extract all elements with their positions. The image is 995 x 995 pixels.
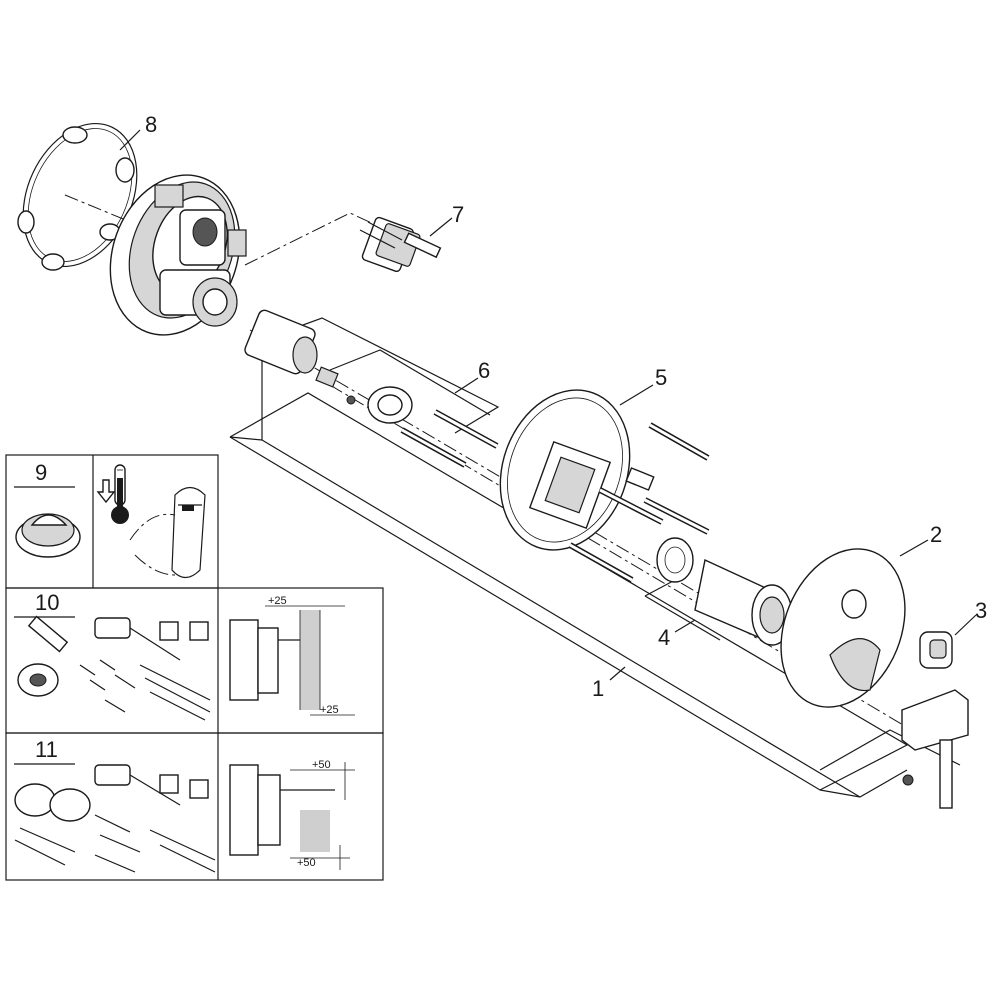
callout-labels: 8 7 6 5 2 3 4 1 bbox=[119, 112, 987, 701]
callout-5: 5 bbox=[655, 365, 667, 390]
callout-10: 10 bbox=[35, 590, 59, 615]
callout-11: 11 bbox=[35, 737, 58, 762]
panel-9-temperature bbox=[96, 464, 206, 579]
lever-handle bbox=[901, 689, 969, 809]
extension-drawing-50: +50 +50 bbox=[229, 759, 355, 870]
diverter-cartridge bbox=[244, 309, 356, 405]
extension-drawing-25: +25 +25 bbox=[229, 595, 355, 716]
thermometer-icon bbox=[111, 464, 129, 524]
panel-11: 11 +50 +50 bbox=[14, 737, 355, 873]
temperature-limit-stop bbox=[15, 513, 81, 558]
part-3-knob bbox=[919, 631, 953, 669]
dimension-10-top: +25 bbox=[268, 595, 287, 607]
dimension-10-bottom: +25 bbox=[320, 704, 339, 716]
handle-icon bbox=[129, 486, 206, 579]
callout-1: 1 bbox=[592, 676, 604, 701]
callout-2: 2 bbox=[930, 522, 942, 547]
callout-3: 3 bbox=[975, 598, 987, 623]
panel-9: 9 bbox=[14, 460, 81, 558]
callout-4: 4 bbox=[658, 625, 670, 650]
callout-9: 9 bbox=[35, 460, 47, 485]
panel-10: 10 +25 bbox=[14, 590, 355, 721]
part-5-mounting-plate bbox=[499, 389, 710, 583]
extension-kit-parts bbox=[17, 615, 211, 721]
arrow-down-icon bbox=[96, 479, 116, 504]
callout-6: 6 bbox=[478, 358, 490, 383]
dimension-11-bottom: +50 bbox=[297, 857, 316, 869]
accessory-panels bbox=[5, 454, 384, 881]
part-7-cartridge bbox=[359, 216, 442, 273]
part-2-cover-plate bbox=[780, 548, 906, 708]
valve-body bbox=[109, 174, 247, 336]
part-6-fixings bbox=[367, 386, 499, 468]
dimension-11-top: +50 bbox=[312, 759, 331, 771]
callout-7: 7 bbox=[452, 202, 464, 227]
extension-kit-parts-large bbox=[14, 764, 216, 873]
callout-8: 8 bbox=[145, 112, 157, 137]
